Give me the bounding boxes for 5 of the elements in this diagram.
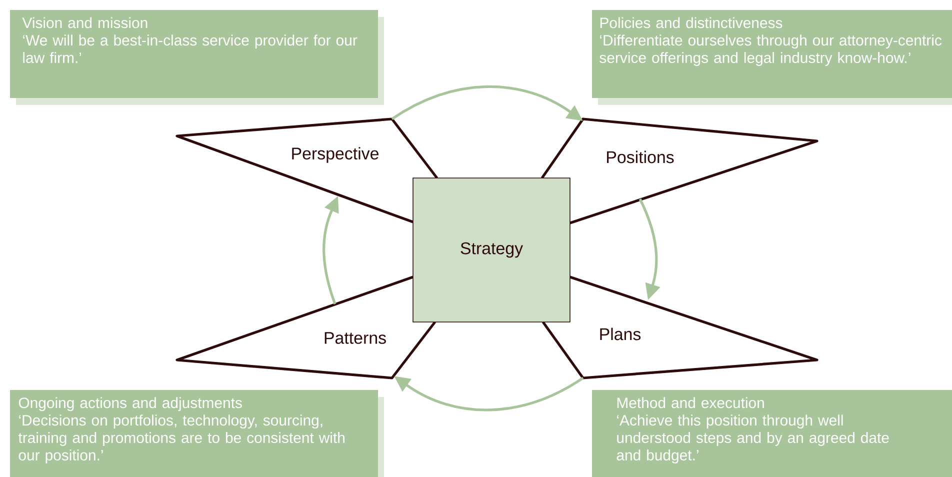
note-box: Method and execution ‘Achieve this position through well understood steps and by an agreed date and budget.’ — [592, 390, 952, 477]
note-box: Policies and distinctiveness ‘Differentiate ourselves through our attorney-centric service offerings and legal industry know-how.’ — [592, 10, 952, 105]
strategy-box: Strategy — [412, 178, 570, 322]
note-box: Vision and mission ‘We will be a best-in-class service provider for our law firm.’ — [10, 10, 384, 105]
note-box: Ongoing actions and adjustments ‘Decisions on portfolios, technology, sourcing, training and promotions are to be consistent with our position.’ — [10, 390, 384, 477]
